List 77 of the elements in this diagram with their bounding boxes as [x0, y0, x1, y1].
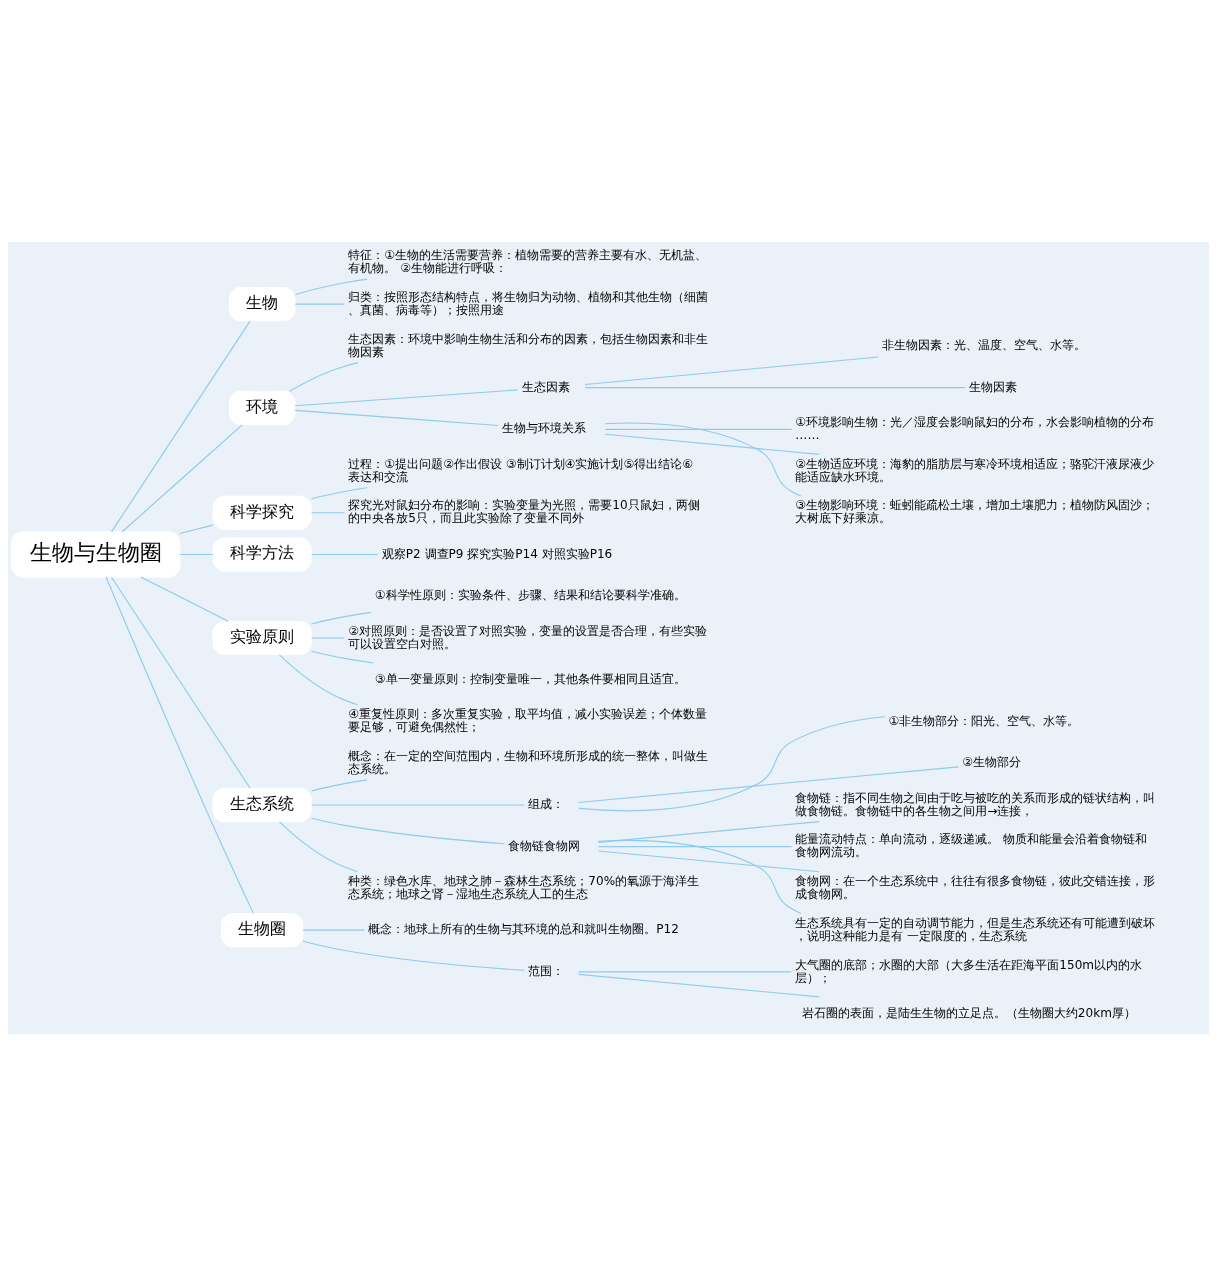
node-text: ③单一变量原则：控制变量唯一，其他条件要相同且适宜。 — [374, 671, 686, 686]
connector — [294, 389, 519, 407]
node-box: 环境 — [228, 390, 296, 426]
connector — [294, 303, 346, 305]
node-text: 岩石圈的表面，是陆生生物的立足点。（生物圈大约20km厚） — [801, 1005, 1136, 1020]
connector — [584, 387, 966, 389]
connector — [310, 637, 345, 639]
node-text: 食物网：在一个生态系统中，往往有很多食物链，彼此交错连接，形成食物网。 — [795, 874, 1156, 902]
node-text: 归类：按照形态结构特点，将生物归为动物、植物和其他生物（细菌、真菌、病毒等）；按照用途 — [348, 289, 709, 317]
connector — [578, 973, 820, 998]
node-text: 过程：①提出问题②作出假设 ③制订计划④实施计划⑤得出结论⑥表达和交流 — [348, 456, 693, 484]
connector — [289, 362, 359, 392]
node-text: ①环境影响生物：光／湿度会影响鼠妇的分布，水会影响植物的分布…… — [795, 415, 1155, 442]
node-text: 概念：在一定的空间范围内，生物和环境所形成的统一整体，叫做生态系统。 — [348, 748, 709, 776]
connector — [179, 524, 214, 535]
node-text: 范围： — [528, 964, 565, 979]
connector — [278, 654, 358, 706]
connector — [310, 804, 525, 806]
node-box: 生物圈 — [220, 912, 304, 948]
connector — [302, 929, 365, 931]
node-text: ②对照原则：是否设置了对照实验，变量的设置是否合理，有些实验可以设置空白对照。 — [348, 623, 708, 651]
node-text: ②生物部分 — [962, 755, 1022, 770]
connector — [179, 553, 214, 556]
node-text: 种类：绿色水库、地球之肺－森林生态系统；70%的氧源于海洋生态系统；地球之肾－湿地生态系统人工的生态 — [348, 874, 700, 902]
node-text: ③生物影响环境：蚯蚓能疏松土壤，增加土壤肥力；植物防风固沙；大树底下好乘凉。 — [795, 498, 1155, 526]
node-text: 探究光对鼠妇分布的影响：实验变量为光照，需要10只鼠妇，两侧的中央各放5只，而且此实验除了变量不同外 — [348, 498, 700, 526]
node-text: 食物链：指不同生物之间由于吃与被吃的关系而形成的链状结构，叫做食物链。食物链中的各生物之间用→连接， — [795, 790, 1156, 818]
connector — [310, 611, 372, 625]
connector — [310, 779, 368, 792]
connector — [604, 428, 793, 430]
connector — [578, 971, 792, 973]
node-text: 生态系统具有一定的自动调节能力，但是生态系统还有可能遭到破坏，说明这种能力是有 一定限度的，生态系统 — [795, 915, 1156, 943]
node-box: 科学探究 — [212, 495, 312, 530]
node-text: 特征：①生物的生活需要营养：植物需要的营养主要有水、无机盐、有机物。 ②生物能进行呼吸： — [348, 248, 708, 276]
node-text: 生物与环境关系 — [501, 421, 586, 436]
node-text: ②生物适应环境：海豹的脂肪层与寒冷环境相适应；骆驼汗液尿液少能适应缺水环境。 — [795, 456, 1155, 484]
node-text: 非生物因素：光、温度、空气、水等。 — [882, 338, 1087, 353]
connector — [597, 850, 820, 873]
connector — [105, 576, 254, 914]
node-text: 食物链食物网 — [508, 838, 581, 853]
node-text: 能量流动特点：单向流动，逐级递减。 物质和能量会沿着食物链和食物网流动。 — [795, 832, 1148, 860]
connector — [302, 940, 525, 971]
connector — [310, 553, 379, 556]
node-box: 生态系统 — [212, 787, 312, 823]
connector — [584, 356, 879, 386]
connector — [110, 320, 251, 533]
node-text: 概念：地球上所有的生物与其环境的总和就叫生物圈。P12 — [368, 922, 679, 937]
connector — [578, 716, 886, 812]
connector — [604, 433, 820, 455]
connector — [578, 766, 960, 804]
connector — [311, 817, 506, 845]
connector — [310, 487, 368, 500]
node-text: 组成： — [528, 797, 565, 812]
connector — [278, 821, 358, 873]
node-text: 生物因素 — [968, 379, 1017, 394]
node-text: 生态因素：环境中影响生物生活和分布的因素，包括生物因素和非生物因素 — [348, 331, 709, 359]
connector — [311, 650, 374, 664]
connector — [597, 821, 820, 843]
connector — [294, 409, 499, 426]
node-text: ①非生物部分：阳光、空气、水等。 — [888, 713, 1080, 728]
connector — [310, 512, 345, 514]
node-box: 科学方法 — [212, 537, 312, 572]
node-text: ④重复性原则：多次重复实验，取平均值，减小实验误差；个体数量要足够，可避免偶然性； — [348, 707, 708, 735]
node-box: 实验原则 — [212, 620, 312, 656]
connector — [597, 846, 793, 848]
node-text: 大气圈的底部；水圈的大部（大多生活在距海平面150m以内的水层）； — [795, 957, 1143, 985]
node-box: 生物 — [228, 286, 296, 322]
connector — [121, 424, 243, 533]
connector — [604, 422, 802, 497]
node-text: 观察P2 调查P9 探究实验P14 对照实验P16 — [381, 546, 613, 561]
node-text: ①科学性原则：实验条件、步骤、结果和结论要科学准确。 — [374, 588, 686, 603]
node-text: 生态因素 — [521, 379, 570, 394]
connector — [110, 576, 251, 789]
connector — [598, 839, 802, 914]
connector — [140, 576, 229, 622]
node-box: 生物与生物圈 — [10, 531, 181, 578]
connector — [294, 278, 368, 295]
